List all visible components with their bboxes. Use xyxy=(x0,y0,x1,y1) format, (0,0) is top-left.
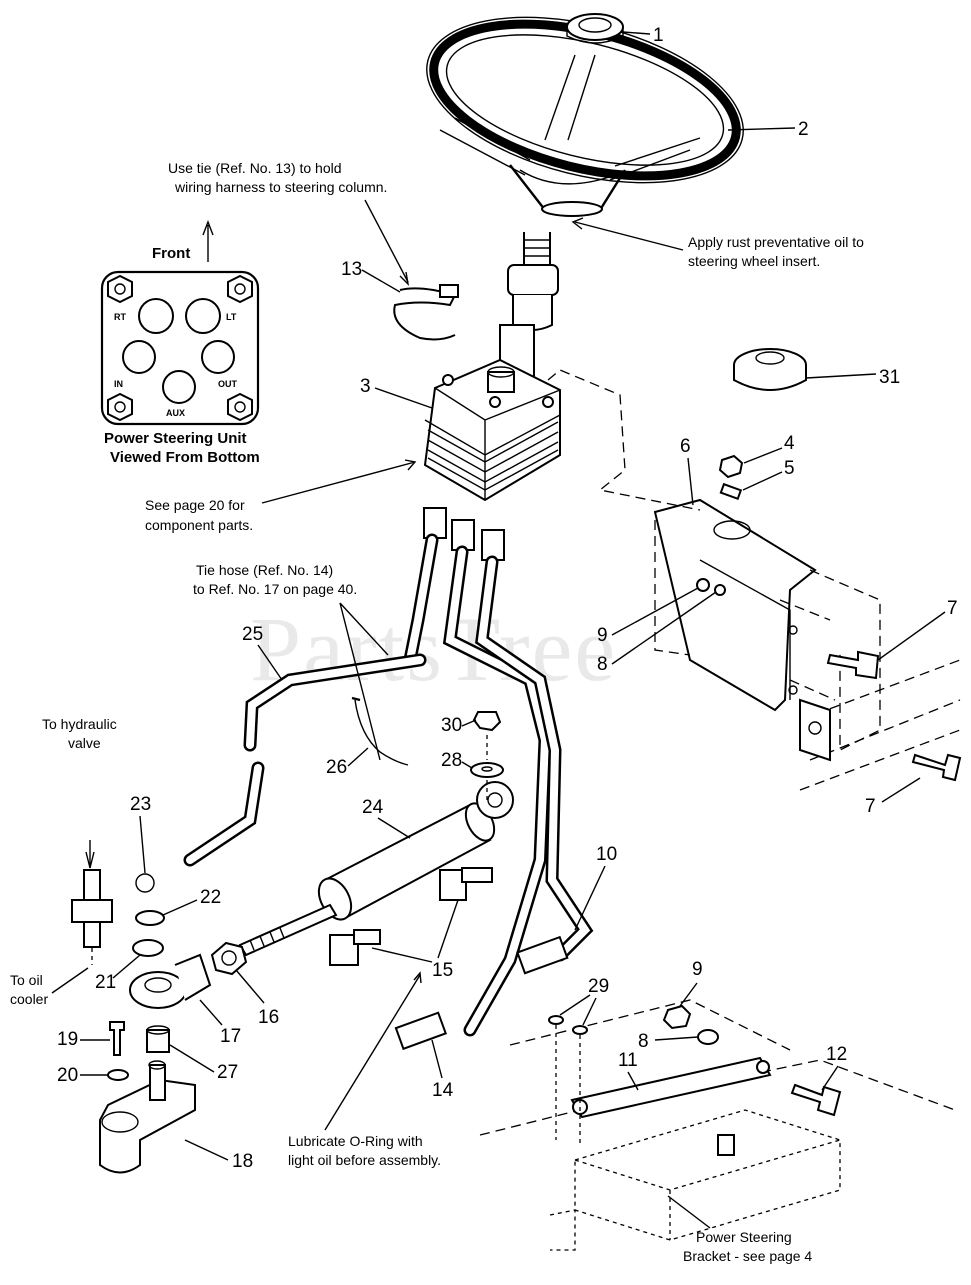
callout-27: 27 xyxy=(217,1062,238,1083)
callout-25: 25 xyxy=(242,624,263,645)
ball-joint-assembly xyxy=(71,840,248,1174)
note-bracket-1: Power Steering xyxy=(696,1229,792,1245)
note-oilcooler-1: To oil xyxy=(10,972,43,988)
callout-29: 29 xyxy=(588,976,609,997)
note-page20-1: See page 20 for xyxy=(145,497,245,513)
callout-21: 21 xyxy=(95,972,116,993)
front-arrow-icon xyxy=(202,220,214,262)
power-steering-cylinder xyxy=(238,781,514,957)
port-in-label: IN xyxy=(114,379,123,389)
callout-28: 28 xyxy=(441,750,462,771)
watermark: PartsTree xyxy=(250,598,617,700)
lower-steering-bracket xyxy=(479,999,956,1251)
note-oring-1: Lubricate O-Ring with xyxy=(288,1133,423,1149)
callout-8a: 8 xyxy=(597,654,608,675)
port-lt-label: LT xyxy=(226,312,237,322)
callout-17: 17 xyxy=(220,1026,241,1047)
callout-13: 13 xyxy=(341,259,362,280)
callout-14: 14 xyxy=(432,1080,454,1101)
hose-tie xyxy=(354,699,409,766)
center-cap xyxy=(566,13,624,44)
alignment-line xyxy=(547,369,701,511)
callout-23: 23 xyxy=(130,794,151,815)
callout-19: 19 xyxy=(57,1029,78,1050)
inset-caption-2: Viewed From Bottom xyxy=(110,449,260,466)
callout-31: 31 xyxy=(879,367,900,388)
note-hydraulic-2: valve xyxy=(68,735,101,751)
nut-and-stud xyxy=(718,454,744,501)
callout-16: 16 xyxy=(258,1007,279,1028)
callout-5: 5 xyxy=(784,458,795,479)
mount-bolts xyxy=(826,650,962,782)
callout-7b: 7 xyxy=(865,796,876,817)
grommet xyxy=(733,348,807,391)
steering-shaft xyxy=(499,232,559,381)
callout-6: 6 xyxy=(680,436,691,457)
note-hose-1: Tie hose (Ref. No. 14) xyxy=(196,562,333,578)
callout-9b: 9 xyxy=(692,959,703,980)
callout-18: 18 xyxy=(232,1151,253,1172)
port-inset: Front RT LT IN OUT AUX Power Steering Un… xyxy=(100,220,260,466)
note-rust-2: steering wheel insert. xyxy=(688,253,820,269)
note-oilcooler-2: cooler xyxy=(10,991,48,1007)
callout-26: 26 xyxy=(326,757,347,778)
callout-7a: 7 xyxy=(947,598,958,619)
mounting-bracket xyxy=(653,498,961,791)
note-page20-2: component parts. xyxy=(145,517,253,533)
callout-2: 2 xyxy=(798,119,809,140)
callout-24: 24 xyxy=(362,797,384,818)
inset-caption-1: Power Steering Unit xyxy=(104,430,247,447)
power-steering-unit xyxy=(423,358,561,502)
note-bracket-2: Bracket - see page 4 xyxy=(683,1248,812,1264)
nut-and-washer xyxy=(470,711,504,800)
callout-15: 15 xyxy=(432,960,453,981)
callout-12: 12 xyxy=(826,1044,847,1065)
wiring-tie xyxy=(393,284,459,341)
port-rt-label: RT xyxy=(114,312,126,322)
callout-22: 22 xyxy=(200,887,221,908)
note-tie-2: wiring harness to steering column. xyxy=(174,179,387,195)
note-hose-2: to Ref. No. 17 on page 40. xyxy=(193,581,357,597)
assembly-notes: Use tie (Ref. No. 13) to hold wiring har… xyxy=(10,160,864,1264)
hydraulic-hoses xyxy=(183,533,594,1051)
inset-front-label: Front xyxy=(152,245,190,262)
note-hydraulic-1: To hydraulic xyxy=(42,716,117,732)
callout-8b: 8 xyxy=(638,1031,649,1052)
callouts: 1 2 3 4 5 6 7 7 8 9 8 9 10 11 12 13 14 1… xyxy=(57,25,958,1172)
note-oring-2: light oil before assembly. xyxy=(288,1152,441,1168)
callout-20: 20 xyxy=(57,1065,78,1086)
callout-9a: 9 xyxy=(597,625,608,646)
elbow-fittings xyxy=(329,867,493,966)
port-out-label: OUT xyxy=(218,379,238,389)
note-tie-1: Use tie (Ref. No. 13) to hold xyxy=(168,160,342,176)
port-aux-label: AUX xyxy=(166,408,185,418)
callout-10: 10 xyxy=(596,844,617,865)
callout-1: 1 xyxy=(653,25,664,46)
callout-11: 11 xyxy=(618,1050,638,1071)
callout-30: 30 xyxy=(441,715,462,736)
callout-3: 3 xyxy=(360,376,371,397)
callout-4: 4 xyxy=(784,433,795,454)
note-rust-1: Apply rust preventative oil to xyxy=(688,234,864,250)
